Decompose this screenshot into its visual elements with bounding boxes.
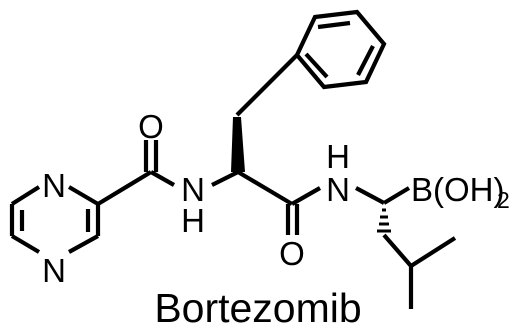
atom-label-amide-n1: N <box>181 171 205 208</box>
wedge-bond-phe <box>231 117 245 172</box>
hash-bond-leu <box>377 208 391 233</box>
atom-label-amide-h2: H <box>326 138 350 175</box>
bond-n2-chiral <box>355 186 385 205</box>
atom-label-boronic-subscript: 2 <box>497 187 510 213</box>
atom-label-carbonyl-o2: O <box>279 235 305 272</box>
atom-label-boronic-acid: B(OH) <box>411 171 505 208</box>
bond-amidecarbon-n2 <box>290 186 322 206</box>
bond-carbonyl1-pyrazine <box>96 170 153 206</box>
bond-alpha-n1 <box>211 170 239 187</box>
phenyl-ring <box>294 9 387 90</box>
bond-ch-me1 <box>409 236 457 268</box>
molecule-name: Bortezomib <box>154 285 362 331</box>
pyrazine-ring <box>9 185 101 254</box>
bond-ch2-ch <box>382 233 413 268</box>
bond-chiral-boron <box>382 186 411 205</box>
atom-label-amide-h1: H <box>181 202 205 239</box>
atom-label-pyrazine-n4: N <box>42 252 66 289</box>
atom-label-carbonyl-o1: O <box>138 108 164 145</box>
bond-n1-carbonyl1 <box>149 170 176 187</box>
atom-label-amide-n2: N <box>326 171 350 208</box>
atom-label-pyrazine-n1: N <box>42 167 66 204</box>
benzyl-bond <box>235 53 299 117</box>
bond-alpha-amidecarbon <box>236 170 294 206</box>
